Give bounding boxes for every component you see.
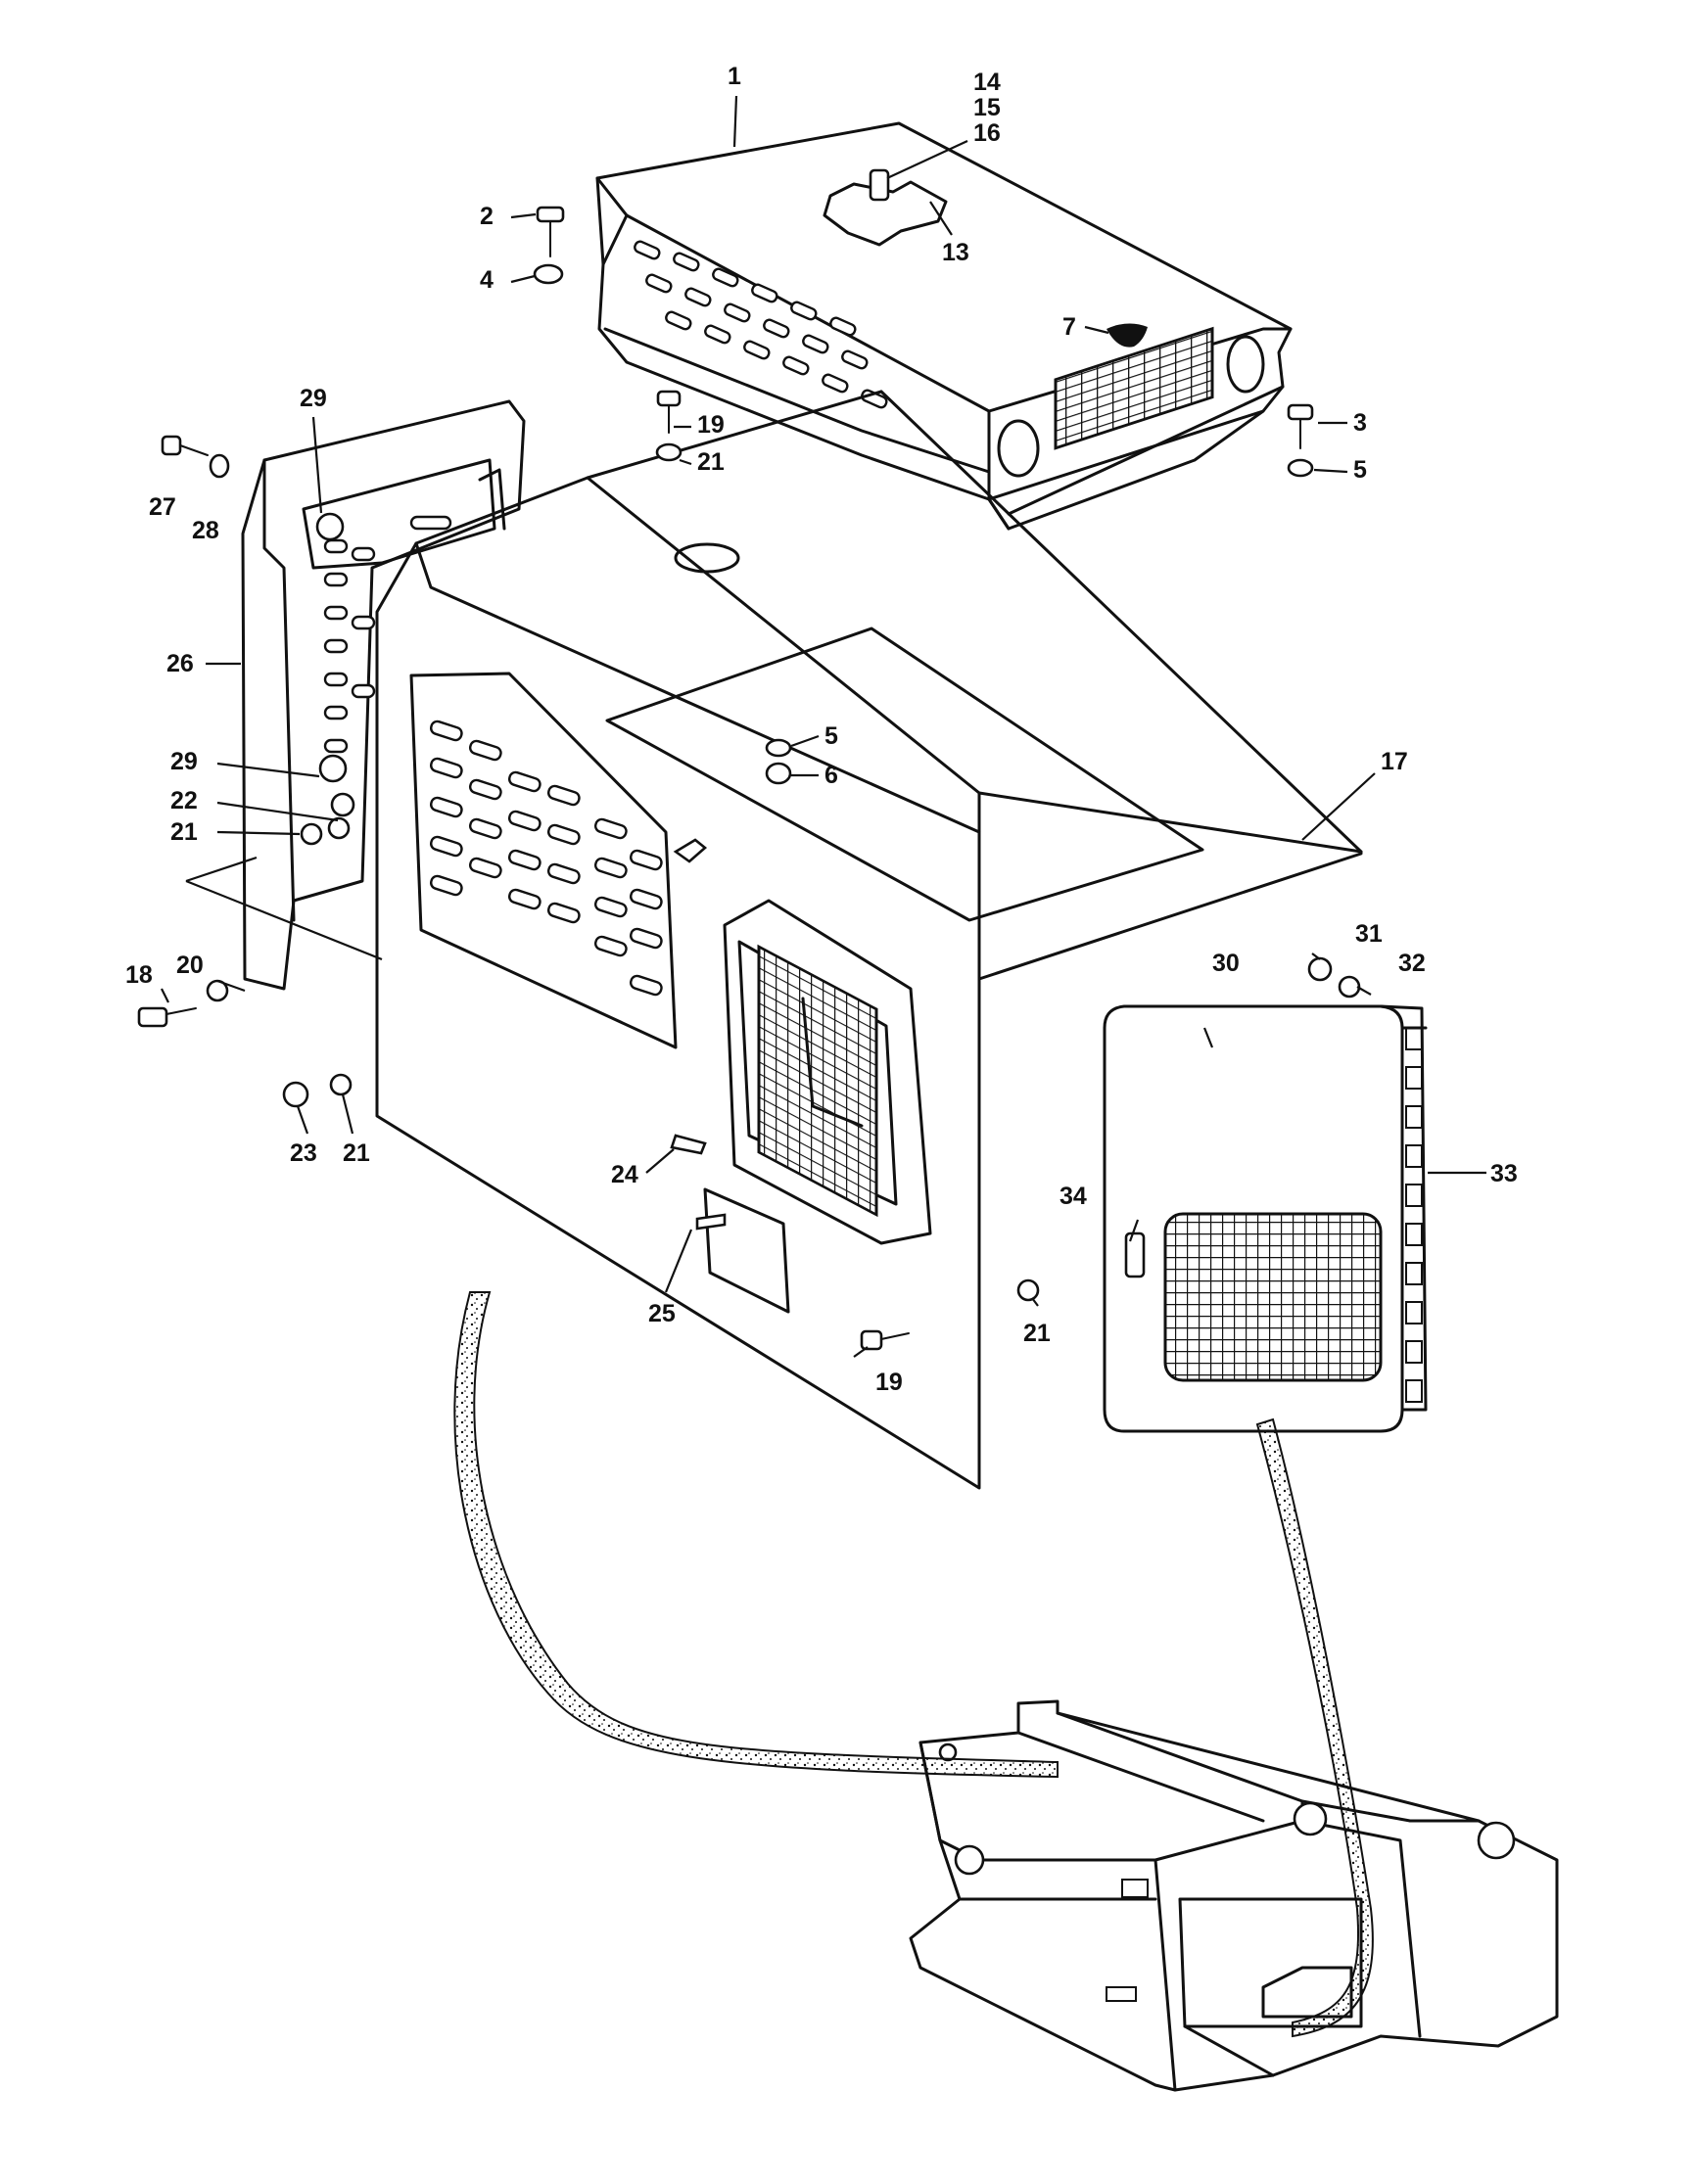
callout-22: 22	[170, 787, 198, 814]
callout-4: 4	[480, 266, 494, 294]
housing-vent-slots	[429, 720, 663, 997]
callout-6: 6	[824, 762, 838, 789]
callout-31: 31	[1355, 920, 1383, 948]
callout-17: 17	[1381, 748, 1408, 775]
callout-21-upper: 21	[697, 448, 725, 476]
callout-21-lower: 21	[343, 1139, 370, 1167]
callout-21-right: 21	[1023, 1320, 1051, 1347]
callout-32: 32	[1398, 950, 1426, 977]
callout-29-lower: 29	[170, 748, 198, 775]
callout-19-upper: 19	[697, 411, 725, 439]
callout-21-left: 21	[170, 818, 198, 846]
callout-1: 1	[728, 63, 741, 90]
main-housing	[375, 390, 1363, 1490]
callout-13: 13	[942, 239, 969, 266]
access-door	[1103, 1004, 1428, 1433]
stippled-hoses	[453, 1291, 1374, 2038]
callout-7: 7	[1062, 313, 1076, 341]
callout-3: 3	[1353, 409, 1367, 437]
callout-15: 15	[973, 94, 1001, 121]
callout-2: 2	[480, 203, 494, 230]
callout-14: 14	[973, 69, 1001, 96]
base-frame	[909, 1699, 1559, 2092]
left-side-panel	[241, 399, 526, 991]
callout-5-center: 5	[824, 722, 838, 750]
callout-26: 26	[166, 650, 194, 677]
callout-33: 33	[1490, 1160, 1518, 1187]
callout-18: 18	[125, 961, 153, 989]
hinge-knuckles	[1405, 1027, 1423, 1403]
callout-labels: 1 14 15 16 2 13 4 7 29 19 3 27 21 5 28 2…	[125, 63, 1518, 1396]
leader-lines	[161, 95, 1486, 1358]
callout-16: 16	[973, 119, 1001, 147]
callout-19-lower: 19	[875, 1369, 903, 1396]
callout-29-upper: 29	[300, 385, 327, 412]
top-cover-assembly	[595, 121, 1293, 531]
top-cover-vent-slots	[634, 240, 888, 409]
callout-34: 34	[1059, 1183, 1087, 1210]
callout-24: 24	[611, 1161, 638, 1188]
callout-28: 28	[192, 517, 219, 544]
callout-25: 25	[648, 1300, 676, 1327]
callout-23: 23	[290, 1139, 317, 1167]
callout-27: 27	[149, 493, 176, 521]
callout-20: 20	[176, 952, 204, 979]
side-panel-slots	[323, 515, 452, 754]
callout-5-upper: 5	[1353, 456, 1367, 484]
loose-hardware	[137, 206, 1361, 1351]
callout-30: 30	[1212, 950, 1240, 977]
